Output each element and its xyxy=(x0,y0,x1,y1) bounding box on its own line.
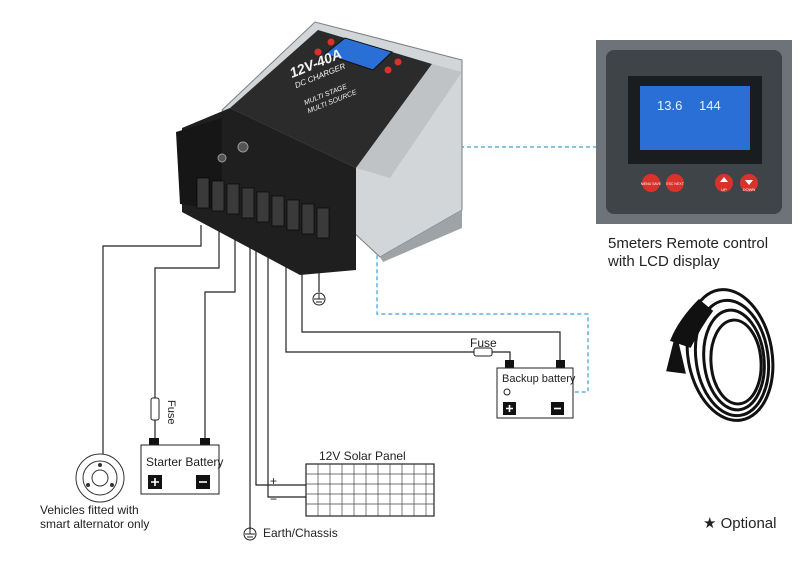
charger-stripe xyxy=(356,64,462,178)
wire-solar-negative xyxy=(267,238,306,498)
cable-coil-icon xyxy=(666,288,775,422)
remote-port xyxy=(237,141,249,153)
solar-minus-label: − xyxy=(270,492,278,506)
wire-solar-positive xyxy=(255,236,306,486)
fuse-starter xyxy=(150,397,160,421)
charger-button[interactable] xyxy=(327,38,335,46)
remote-lcd xyxy=(640,86,750,150)
fuse-label-starter: Fuse xyxy=(165,400,177,425)
up-label: UP xyxy=(721,187,727,192)
fuse-label-backup: Fuse xyxy=(470,336,497,350)
charger-button[interactable] xyxy=(394,58,402,66)
dashed-sensor-link xyxy=(228,161,589,393)
solar-panel-label: 12V Solar Panel xyxy=(319,449,406,463)
remote-lcd-right: 144 xyxy=(699,98,721,113)
ground-symbol xyxy=(312,292,326,306)
sensor-port xyxy=(217,153,227,163)
menu-save-label: MENU SAVE xyxy=(641,182,662,186)
alternator-icon xyxy=(75,453,125,503)
wire-starter-negative xyxy=(204,232,236,440)
backup-battery xyxy=(496,360,574,419)
charger-endcap xyxy=(176,118,222,210)
esc-next-button[interactable] xyxy=(666,174,684,192)
remote-caption-line1: 5meters Remote control xyxy=(608,235,769,252)
charger-button[interactable] xyxy=(314,48,322,56)
remote-caption-line2: with LCD display xyxy=(608,253,720,270)
earth-chassis-label: Earth/Chassis xyxy=(263,526,338,540)
wire-alternator xyxy=(102,225,202,460)
remote-caption: 5meters Remote control with LCD display xyxy=(608,235,768,271)
solar-panel xyxy=(305,463,435,517)
backup-battery-label: Backup battery xyxy=(502,373,576,385)
charger-right-side xyxy=(380,210,462,262)
remote-lcd-left: 13.6 xyxy=(657,98,682,113)
charger-panel xyxy=(230,30,432,168)
charger-device xyxy=(176,21,463,275)
alternator-caption: Vehicles fitted with smart alternator on… xyxy=(40,503,149,531)
down-label: DOWN xyxy=(743,187,756,192)
esc-next-label: ESC NEXT xyxy=(666,182,684,186)
starter-battery-label: Starter Battery xyxy=(146,455,224,469)
fuse-backup xyxy=(473,347,493,357)
wire-backup-negative xyxy=(301,250,561,362)
alternator-caption-line2: smart alternator only xyxy=(40,517,150,531)
wire-backup-positive xyxy=(285,246,511,362)
charger-button[interactable] xyxy=(384,66,392,74)
charger-lcd xyxy=(323,37,393,71)
optional-legend: ★ Optional xyxy=(703,515,777,532)
alternator-caption-line1: Vehicles fitted with xyxy=(40,503,139,517)
menu-save-button[interactable] xyxy=(642,174,660,192)
solar-plus-label: + xyxy=(270,474,278,488)
earth-symbol xyxy=(243,527,257,541)
up-button[interactable] xyxy=(715,174,733,192)
remote-control: 13.6 144 MENU SAVE ESC NEXT UP DOWN xyxy=(596,40,792,224)
wire-starter-positive xyxy=(154,230,220,440)
terminal-block xyxy=(196,177,330,239)
starter-battery xyxy=(140,438,220,495)
